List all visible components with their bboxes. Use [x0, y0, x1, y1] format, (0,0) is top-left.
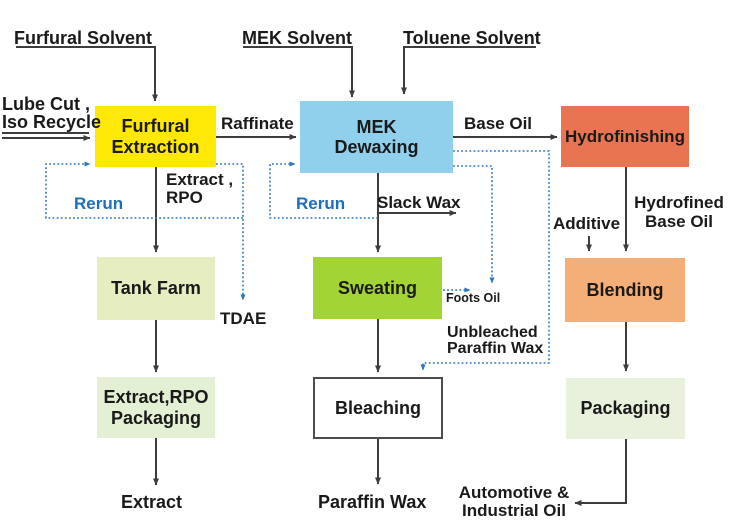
label-rerun-mek: Rerun — [296, 194, 346, 213]
process-box-bleaching: Bleaching — [313, 377, 443, 439]
label-lube-cut-iso-recycle: Lube Cut , Iso Recycle — [2, 94, 102, 132]
process-box-furfural-extraction: Furfural Extraction — [95, 106, 216, 167]
label-raffinate: Raffinate — [221, 114, 294, 133]
process-box-mek-dewaxing: MEK Dewaxing — [300, 101, 453, 173]
label-extract-rpo: Extract , RPO — [166, 170, 234, 207]
label-base-oil: Base Oil — [464, 114, 533, 133]
process-box-extract-rpo-packaging: Extract,RPO Packaging — [97, 377, 215, 438]
label-extract-output: Extract — [121, 492, 183, 512]
connector-automotive-output — [574, 439, 627, 506]
process-box-sweating: Sweating — [313, 257, 442, 319]
label-paraffin-wax-output: Paraffin Wax — [318, 492, 427, 512]
connector-furfural-solvent — [16, 46, 158, 102]
label-additive: Additive — [553, 214, 621, 233]
label-automotive-industrial-oil: Automotive & Industrial Oil — [458, 483, 570, 520]
label-foots-oil: Foots Oil — [446, 291, 501, 305]
label-slack-wax: Slack Wax — [377, 193, 461, 212]
dotted-rerun-furfural — [45, 161, 243, 219]
process-box-packaging: Packaging — [566, 378, 685, 439]
process-box-hydrofinishing: Hydrofinishing — [561, 106, 689, 167]
dotted-rerun-mek — [269, 161, 378, 219]
label-mek-solvent: MEK Solvent — [242, 28, 353, 48]
dotted-unbleached-paraffin-wax — [420, 150, 550, 371]
label-furfural-solvent: Furfural Solvent — [14, 28, 153, 48]
connector-mek-solvent — [243, 46, 355, 98]
process-box-blending: Blending — [565, 258, 685, 322]
label-hydrofined-base-oil: Hydrofined Base Oil — [634, 193, 724, 231]
connector-toluene-solvent — [401, 46, 536, 95]
dotted-mek-foots-oil — [453, 165, 495, 284]
label-unbleached-paraffin-wax: Unbleached Paraffin Wax — [447, 324, 544, 357]
label-tdae: TDAE — [220, 309, 267, 328]
process-box-tank-farm: Tank Farm — [97, 257, 215, 320]
dotted-tdae — [216, 163, 246, 301]
label-toluene-solvent: Toluene Solvent — [403, 28, 541, 48]
label-rerun-furfural: Rerun — [74, 194, 124, 213]
